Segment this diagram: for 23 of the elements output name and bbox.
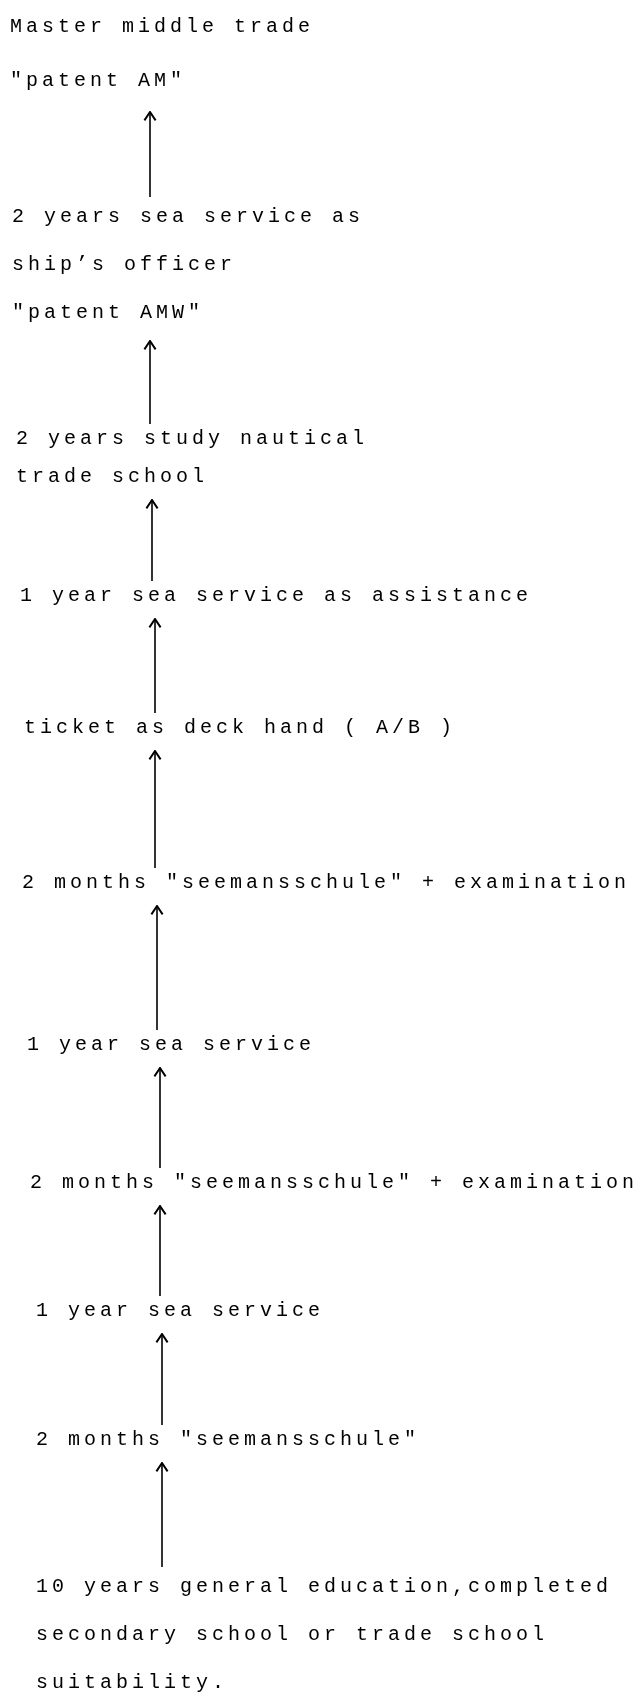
step-text: 2 years study nautical trade school	[16, 426, 370, 490]
arrow	[143, 340, 157, 425]
step-text: 1 year sea service	[27, 1032, 317, 1058]
arrow	[153, 1205, 167, 1297]
arrow	[153, 1067, 167, 1169]
arrow	[148, 750, 162, 869]
arrow	[148, 618, 162, 714]
step-text: Master middle trade	[10, 14, 316, 40]
step-text: "patent AM"	[10, 68, 188, 94]
step-text: 2 months "seemansschule"	[36, 1427, 422, 1453]
step-text: 1 year sea service	[36, 1298, 326, 1324]
step-text: 10 years general education,completed secondary school or trade school suitability.	[36, 1574, 614, 1696]
arrow	[150, 905, 164, 1031]
step-text: 1 year sea service as assistance	[20, 583, 534, 609]
arrow	[155, 1462, 169, 1568]
arrow	[143, 111, 157, 198]
step-text: "patent AMW"	[12, 300, 206, 326]
arrow	[145, 499, 159, 582]
step-text: 2 years sea service as ship’s officer	[12, 204, 366, 278]
arrow	[155, 1333, 169, 1426]
step-text: 2 months "seemansschule" + examination	[30, 1170, 640, 1196]
step-text: ticket as deck hand ( A/B )	[24, 715, 458, 741]
step-text: 2 months "seemansschule" + examination	[22, 870, 632, 896]
